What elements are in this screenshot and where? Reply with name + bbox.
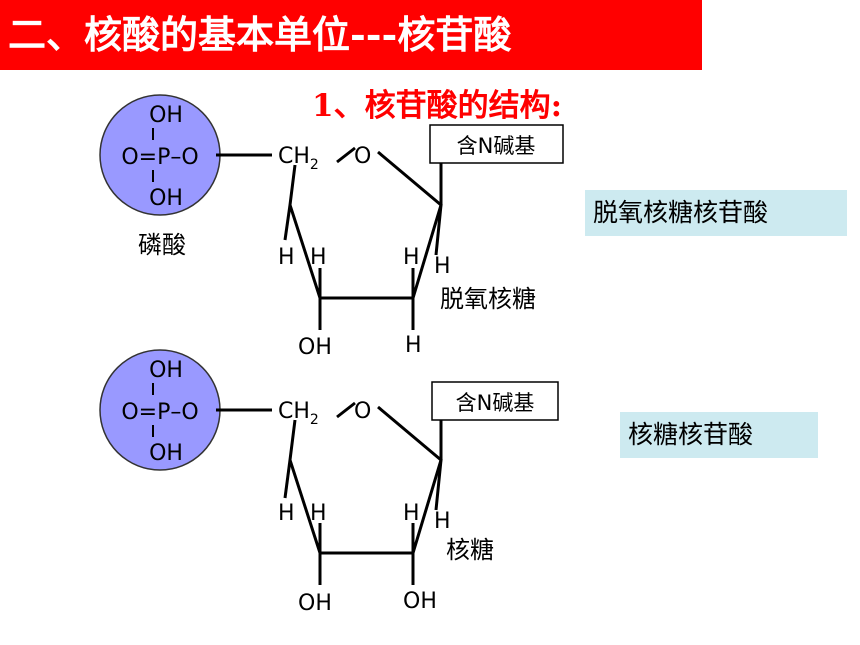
ring-oxygen: O [354,399,371,424]
ribonucleotide-label: 核糖核苷酸 [620,412,818,458]
phosphate-core: O=P–O [121,400,198,425]
oh-label-left: OH [298,591,332,616]
h-label-3: H [403,245,420,270]
phosphate-name: 磷酸 [138,231,186,259]
page-title: 二、核酸的基本单位---核苷酸 [8,12,512,57]
phosphate-oh-bottom: OH [149,186,183,211]
oh-label-left: OH [298,335,332,360]
h-label-5: H [405,333,422,358]
nitrogen-base-label: 含N碱基 [457,134,536,158]
nitrogen-base-label: 含N碱基 [456,391,535,415]
h-bond-4 [434,204,443,256]
oh-label-right: OH [403,589,437,614]
phosphate-core: O=P–O [121,145,198,170]
structure-deoxyribonucleotide: OH O=P–O OH 磷酸 CH2 O 含N碱基 H H H H OH H 脱… [99,94,564,360]
ring-bond-o-left [336,146,356,164]
h-bond-1 [283,459,292,499]
ch2-label: CH2 [278,144,319,173]
h-label-1: H [278,245,295,270]
ring-outline [288,405,443,555]
phosphate-oh-bottom: OH [149,441,183,466]
ch2-label: CH2 [278,399,319,428]
nitrogen-base-box [431,381,559,421]
h-label-2: H [310,245,327,270]
deoxyribonucleotide-label: 脱氧核糖核苷酸 [585,190,847,236]
ring-bond-o-left [336,401,356,419]
h-label-2: H [310,501,327,526]
nitrogen-base-box [429,124,564,164]
section-subtitle: 1、核苷酸的结构: [312,88,563,124]
h-label-1: H [278,501,295,526]
sugar-name: 脱氧核糖 [440,285,536,313]
h-bond-4 [434,459,443,511]
structure-ribonucleotide: OH O=P–O OH CH2 O 含N碱基 H H H H OH OH 核糖 [99,349,559,616]
h-bond-1 [283,204,292,241]
h-label-3: H [403,501,420,526]
title-banner: 二、核酸的基本单位---核苷酸 [0,0,702,70]
ring-oxygen: O [354,144,371,169]
sugar-name: 核糖 [446,536,494,564]
h-label-4: H [434,254,451,279]
phosphate-oh-top: OH [149,358,183,383]
h-label-4: H [434,509,451,534]
ring-outline [288,150,443,300]
phosphate-oh-top: OH [149,103,183,128]
